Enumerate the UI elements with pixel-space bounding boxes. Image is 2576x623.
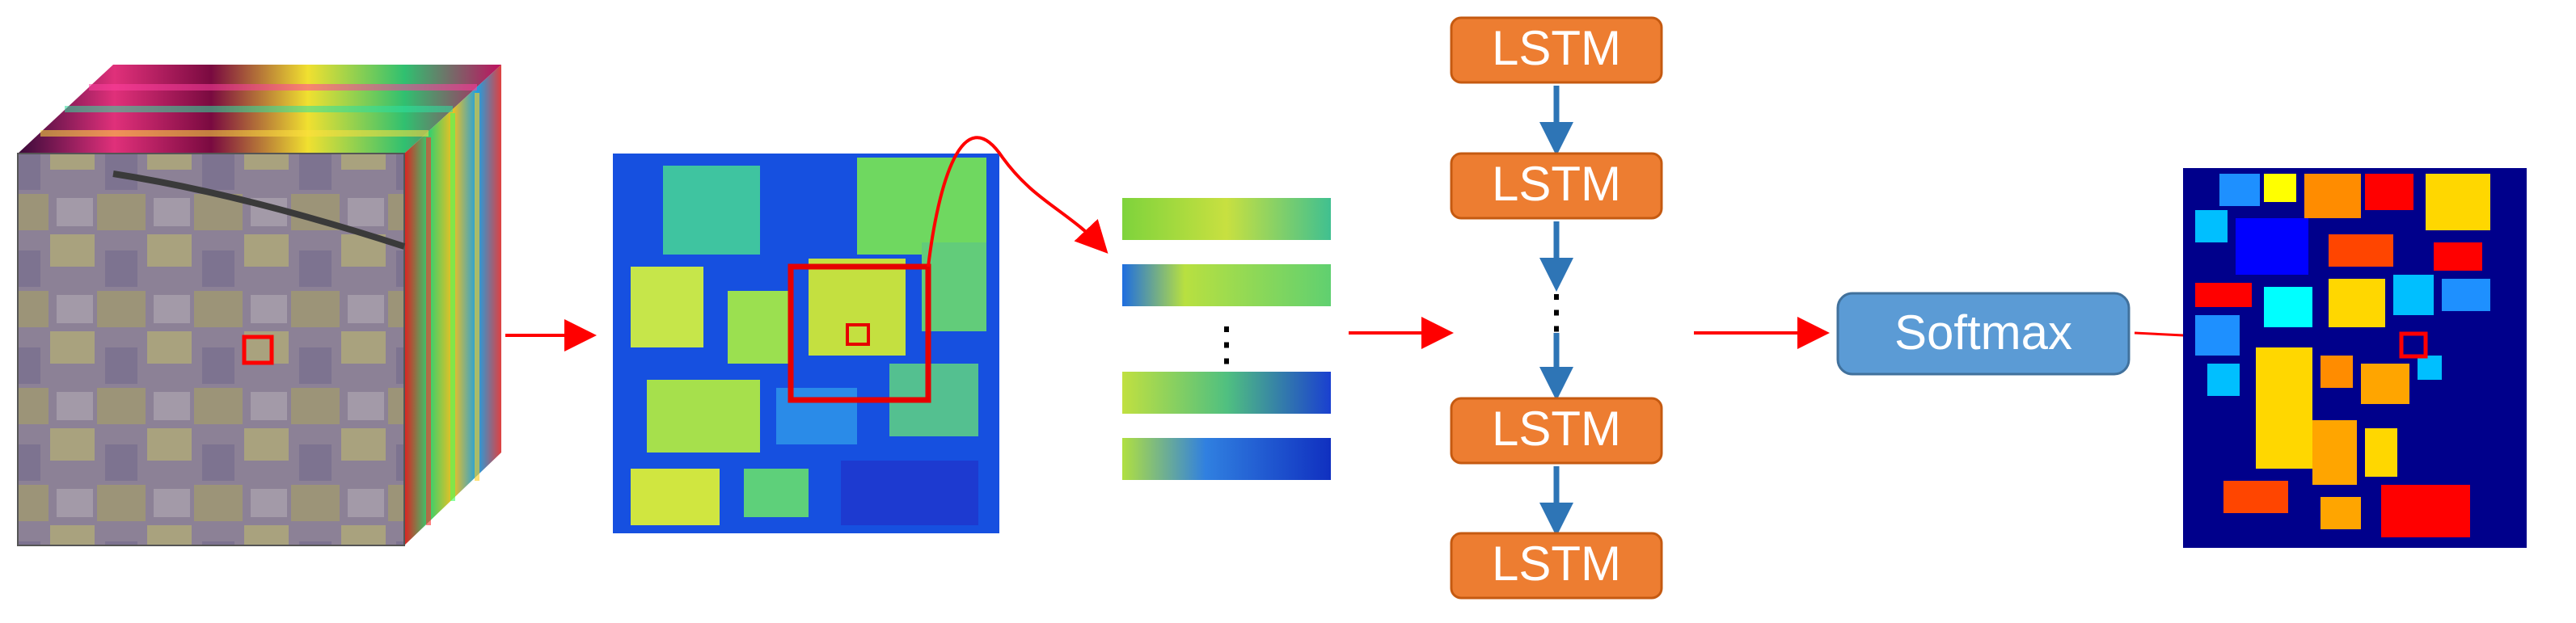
- lstm-block: LSTM: [1450, 152, 1663, 220]
- cube-side-bands: [426, 93, 479, 525]
- sequence-strip: [1122, 438, 1331, 480]
- sequence-strip: [1122, 264, 1331, 306]
- band-image: [613, 154, 999, 533]
- band-pixel-marker: [846, 323, 870, 346]
- classification-map: [2183, 168, 2527, 548]
- lstm-label: LSTM: [1492, 21, 1621, 75]
- lstm-block: LSTM: [1450, 532, 1663, 600]
- map-pixel-marker: [2399, 331, 2428, 359]
- road-line: [112, 170, 406, 250]
- spatial-window: [788, 263, 931, 403]
- lstm-label: LSTM: [1492, 402, 1621, 456]
- lstm-ellipsis: ⋮: [1533, 285, 1580, 338]
- sequence-strip: [1122, 372, 1331, 414]
- softmax-block: Softmax: [1836, 292, 2130, 376]
- cube-front-face: [17, 153, 405, 546]
- lstm-block: LSTM: [1450, 397, 1663, 465]
- sequence-ellipsis: ⋮: [1203, 318, 1250, 370]
- lstm-label: LSTM: [1492, 157, 1621, 211]
- pixel-sequence: ⋮: [1122, 198, 1331, 480]
- cube-top-bands: [40, 84, 477, 137]
- softmax-label: Softmax: [1894, 305, 2072, 360]
- lstm-block: LSTM: [1450, 16, 1663, 84]
- hyperspectral-cube: [17, 65, 501, 546]
- lstm-stack: LSTM LSTM ⋮ LSTM LSTM: [1450, 16, 1663, 600]
- lstm-label: LSTM: [1492, 537, 1621, 591]
- cube-pixel-marker: [242, 335, 274, 365]
- sequence-strip: [1122, 198, 1331, 240]
- arrow-window-to-sequence: [927, 136, 1109, 267]
